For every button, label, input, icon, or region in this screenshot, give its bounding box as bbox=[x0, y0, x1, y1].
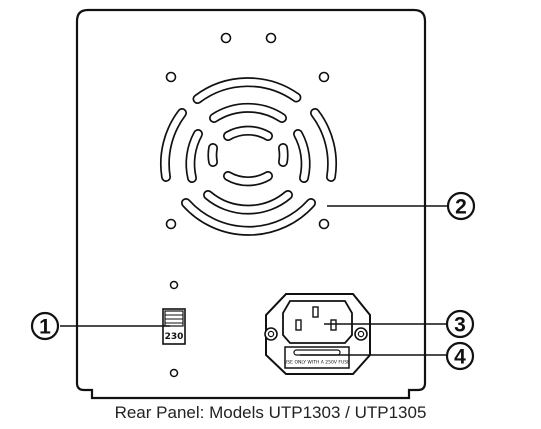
callout-leaders bbox=[60, 205, 449, 356]
voltage-selector: 230 bbox=[162, 280, 186, 378]
screw-hole bbox=[169, 368, 179, 378]
callout-number: 3 bbox=[454, 314, 466, 337]
top-screw-holes bbox=[220, 32, 277, 44]
figure-caption: Rear Panel: Models UTP1303 / UTP1305 bbox=[114, 403, 427, 422]
callout-2: 2 bbox=[446, 191, 476, 221]
screw-hole bbox=[169, 280, 179, 290]
callout-number: 2 bbox=[455, 196, 467, 219]
callout-3: 3 bbox=[445, 309, 475, 339]
voltage-switch-label: 230 bbox=[165, 332, 184, 342]
socket-pin bbox=[330, 319, 337, 331]
iec-socket bbox=[282, 300, 353, 344]
fuse-holder-label: USE ONLY WITH A 250V FUSE bbox=[284, 360, 350, 366]
callout-number: 4 bbox=[454, 346, 466, 369]
socket-pin bbox=[295, 319, 302, 331]
screw-hole bbox=[265, 32, 277, 44]
fan-grille bbox=[159, 71, 338, 236]
screw-hole bbox=[220, 32, 232, 44]
fan-mount-hole bbox=[165, 218, 177, 230]
callout-1: 1 bbox=[30, 311, 60, 341]
fan-mount-hole bbox=[165, 71, 177, 83]
power-inlet-module: USE ONLY WITH A 250V FUSE bbox=[264, 293, 371, 375]
fan-mount-hole bbox=[318, 218, 330, 230]
mount-screw-center bbox=[357, 330, 365, 338]
callout-number: 1 bbox=[39, 316, 51, 339]
callout-4: 4 bbox=[445, 341, 475, 371]
fan-mount-hole bbox=[318, 71, 330, 83]
mount-screw-center bbox=[267, 330, 275, 338]
rear-panel-outline bbox=[75, 8, 427, 400]
socket-pin bbox=[312, 306, 319, 318]
